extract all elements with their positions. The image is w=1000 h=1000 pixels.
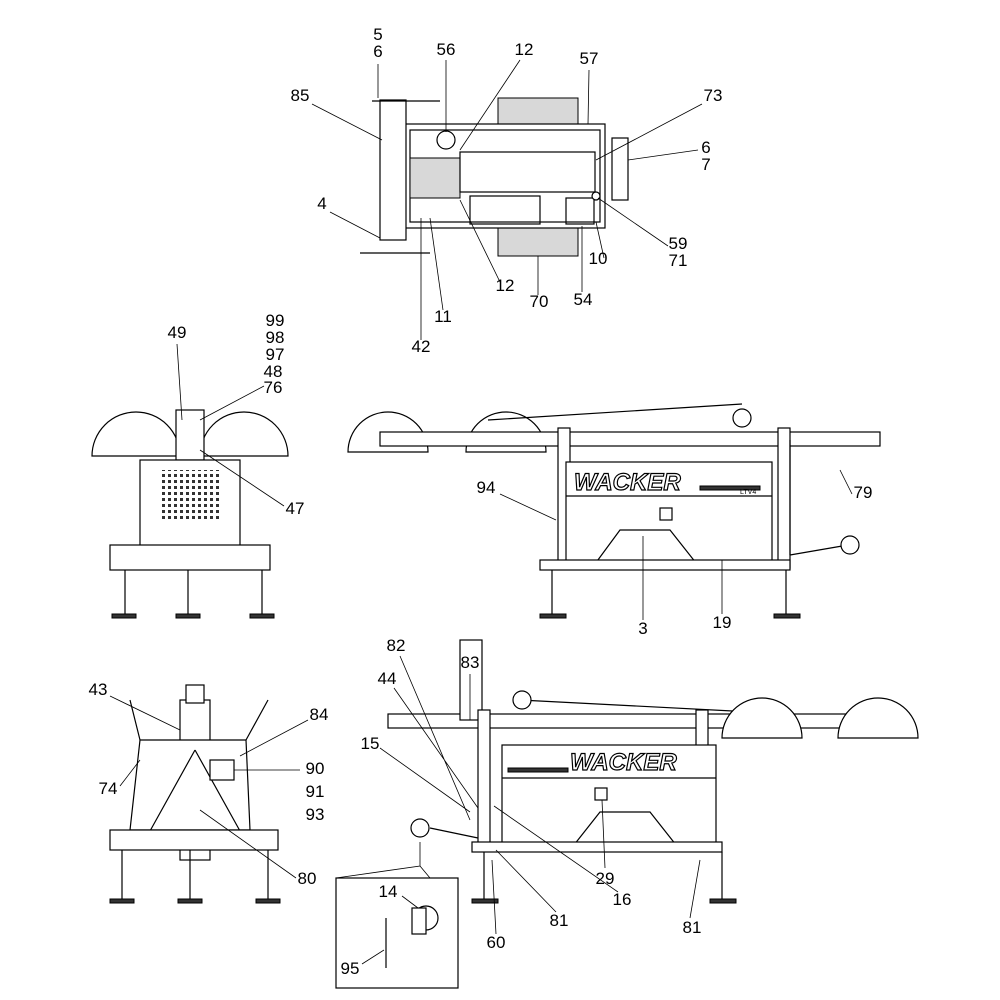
callout: 7 [701,155,710,174]
callout: 81 [683,918,702,937]
callout: 44 [378,669,397,688]
callout: 43 [89,680,108,699]
callout: 90 [306,759,325,778]
callout: 95 [341,959,360,978]
callout: 83 [461,653,480,672]
callout: 70 [530,292,549,311]
callout: 80 [298,869,317,888]
callout: 93 [306,805,325,824]
callout: 19 [713,613,732,632]
callout: 59 [669,234,688,253]
callout: 47 [286,499,305,518]
callout: 91 [306,782,325,801]
callout: 5 [373,25,382,44]
callout: 12 [515,40,534,59]
callout: 14 [379,882,398,901]
callout: 79 [854,483,873,502]
callout: 48 [264,362,283,381]
brand-logo-2: WACKER [570,749,677,776]
callouts-front-view: 99 98 97 48 76 49 47 [168,311,305,518]
callouts-side-view: 94 79 3 19 [477,478,873,638]
callout: 3 [638,619,647,638]
callout: 85 [291,86,310,105]
leader-lines [109,59,853,965]
callouts-side-view-2: 82 83 44 15 29 14 16 81 81 60 95 [341,636,702,978]
callout: 82 [387,636,406,655]
callout: 49 [168,323,187,342]
callout: 4 [317,194,326,213]
callout: 60 [487,933,506,952]
callout: 74 [99,779,118,798]
callout: 10 [589,249,608,268]
callout: 57 [580,49,599,68]
callouts-top-view: 5 6 56 12 57 85 73 6 7 4 59 71 10 12 70 … [291,25,723,356]
callout: 15 [361,734,380,753]
callout: 73 [704,86,723,105]
top-view-drawing [360,97,629,257]
callout: 42 [412,337,431,356]
callout: 71 [669,251,688,270]
side-view-drawing: WACKER LTV4 [347,403,881,619]
callouts-rear-view: 43 84 74 90 91 93 80 [89,680,329,888]
model-label: LTV4 [740,489,756,496]
callout: 56 [437,40,456,59]
callout: 81 [550,911,569,930]
callout: 99 [266,311,285,330]
brand-logo: WACKER [574,469,681,496]
rear-view-drawing [109,684,281,904]
callout: 29 [596,869,615,888]
callout: 12 [496,276,515,295]
callout: 6 [373,42,382,61]
callout: 11 [434,307,452,326]
callout: 94 [477,478,496,497]
side-view-2-drawing: WACKER [335,639,919,989]
callout: 54 [574,290,593,309]
callout: 6 [701,138,710,157]
callout: 76 [264,378,283,397]
front-view-drawing [91,409,289,619]
callout: 84 [310,705,329,724]
callout: 97 [266,345,285,364]
callout: 16 [613,890,632,909]
callout: 98 [266,328,285,347]
